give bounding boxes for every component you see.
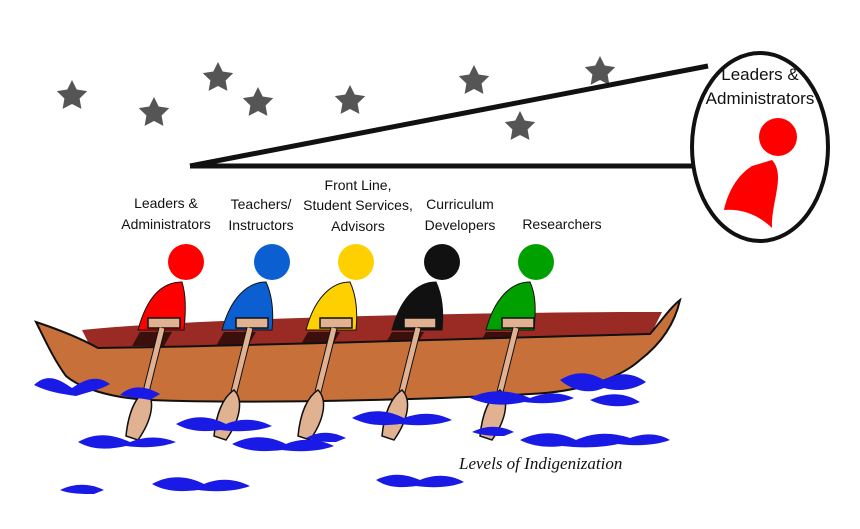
label-frontline-line-3: Advisors [331,218,385,234]
callout-bubble: Leaders & Administrators [690,51,830,243]
telescope-beam [189,63,709,169]
label-teachers-line-1: Teachers/ [231,196,292,212]
callout-label-line-2: Administrators [706,89,815,108]
paddle [125,317,181,441]
rowers [137,244,554,331]
rower-teachers [221,244,290,331]
callout-person-body [724,160,779,228]
star-icon [56,80,88,109]
star-icon [138,97,170,126]
rower-leaders [137,244,204,331]
rower-head [254,244,290,280]
label-leaders-line-2: Administrators [121,216,210,232]
star-icon [334,85,366,114]
water-waves [34,373,670,494]
star-icon [504,111,536,140]
star-icon [458,65,490,94]
star-icon [242,87,274,116]
paddle [297,317,353,441]
label-curriculum-line-2: Developers [425,217,496,233]
callout-label-line-1: Leaders & [721,65,799,84]
canoe-hull [34,297,682,403]
rower-head [518,244,554,280]
label-frontline-line-2: Student Services, [303,197,413,213]
rower-head [168,244,204,280]
stars [56,56,616,140]
label-curriculum-line-1: Curriculum [426,196,494,212]
rower-head [338,244,374,280]
callout-person-head [759,118,797,156]
label-leaders-line-1: Leaders & [134,195,198,211]
rower-labels: Leaders & Administrators Teachers/ Instr… [121,177,601,234]
rower-head [424,244,460,280]
star-icon [202,62,234,91]
star-icon [584,56,616,85]
diagram-caption: Levels of Indigenization [458,454,622,473]
label-frontline-line-1: Front Line, [325,177,392,193]
label-researchers: Researchers [522,216,601,232]
label-teachers-line-2: Instructors [228,217,293,233]
